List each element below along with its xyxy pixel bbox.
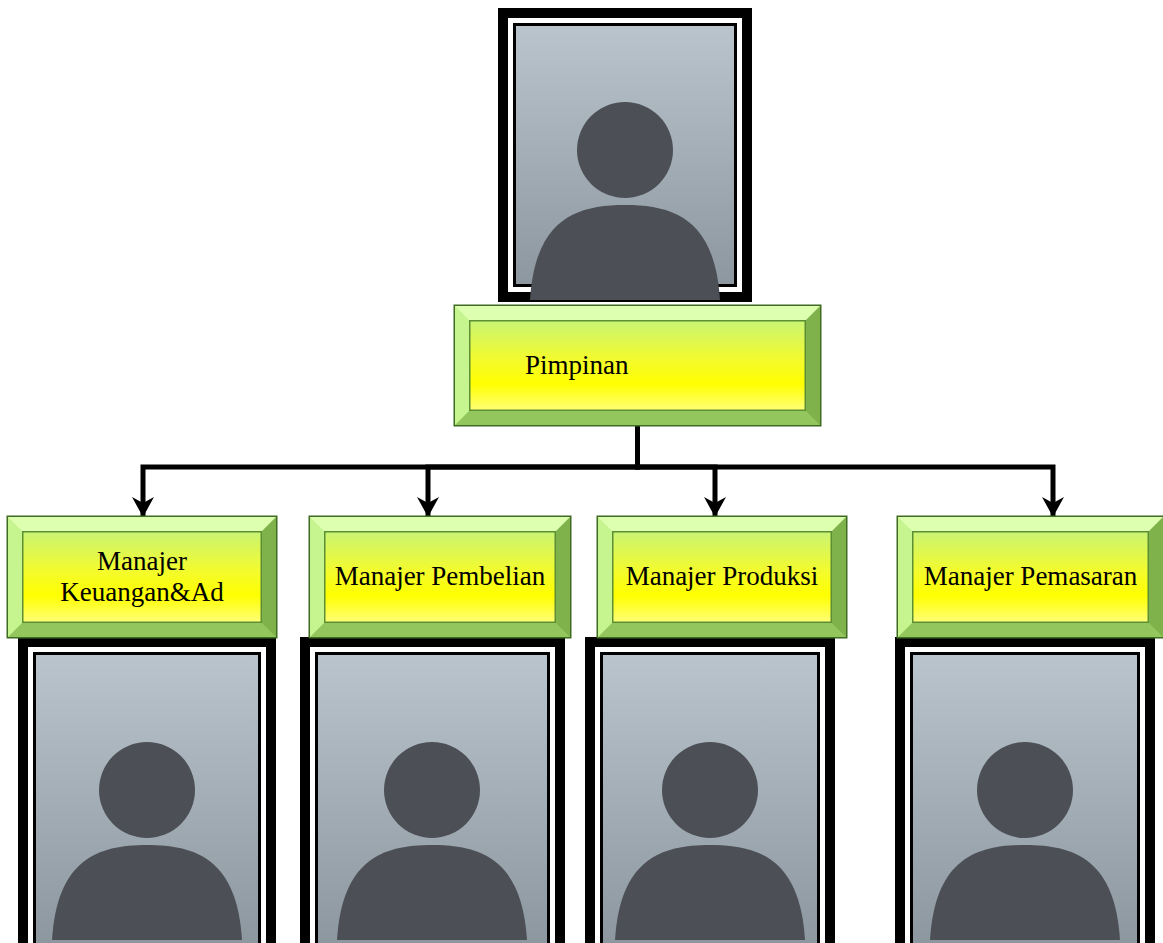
box-label: Manajer Pemasaran xyxy=(924,561,1138,592)
portrait-frame xyxy=(498,8,752,302)
portrait-frame xyxy=(18,637,276,943)
portrait-frame xyxy=(585,637,835,943)
hierarchy-connector xyxy=(143,425,638,517)
box-label: Manajer Pembelian xyxy=(335,561,546,592)
box-label: Pimpinan xyxy=(477,350,629,381)
hierarchy-connector xyxy=(428,425,638,517)
hierarchy-connector xyxy=(638,425,716,517)
leader-box: Pimpinan xyxy=(455,306,820,425)
box-label: Manajer Keuangan&Ad xyxy=(30,546,254,608)
box-label: Manajer Produksi xyxy=(626,561,819,592)
portrait-frame xyxy=(895,637,1155,943)
manager-box: Manajer Pemasaran xyxy=(898,517,1163,637)
hierarchy-connector xyxy=(638,425,1054,517)
manager-box: Manajer Keuangan&Ad xyxy=(8,517,276,637)
manager-box: Manajer Produksi xyxy=(598,517,846,637)
portrait-frame xyxy=(300,637,565,943)
manager-box: Manajer Pembelian xyxy=(310,517,570,637)
